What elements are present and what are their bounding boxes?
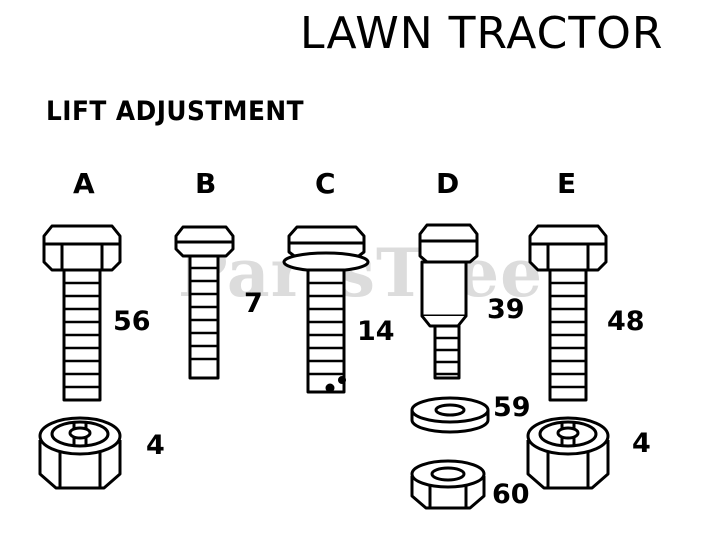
shoulder-bolt-d-39 [418, 223, 479, 380]
bolt-e-48 [528, 224, 608, 402]
bushing-d-60 [410, 459, 486, 510]
flange-bolt-c-14 [282, 225, 370, 394]
castle-nut-e-4 [526, 416, 610, 490]
castle-nut-a-4 [38, 416, 122, 490]
washer-d-59 [410, 396, 490, 434]
column-label-e: E [557, 167, 577, 200]
bolt-a-56 [42, 224, 122, 402]
part-label-59: 59 [493, 392, 531, 423]
part-label-60: 60 [492, 479, 530, 510]
column-label-a: A [73, 167, 95, 200]
bolt-b-7 [174, 225, 235, 380]
section-subtitle: LIFT ADJUSTMENT [46, 96, 305, 127]
part-label-4-a: 4 [146, 430, 165, 461]
part-label-4-e: 4 [632, 428, 651, 459]
part-label-39: 39 [487, 294, 525, 325]
part-label-48: 48 [607, 306, 645, 337]
part-label-7: 7 [244, 288, 263, 319]
column-label-d: D [436, 167, 460, 200]
part-label-56: 56 [113, 306, 151, 337]
part-label-14: 14 [357, 316, 395, 347]
column-label-b: B [195, 167, 217, 200]
column-label-c: C [315, 167, 336, 200]
page-title: LAWN TRACTOR [300, 8, 664, 59]
